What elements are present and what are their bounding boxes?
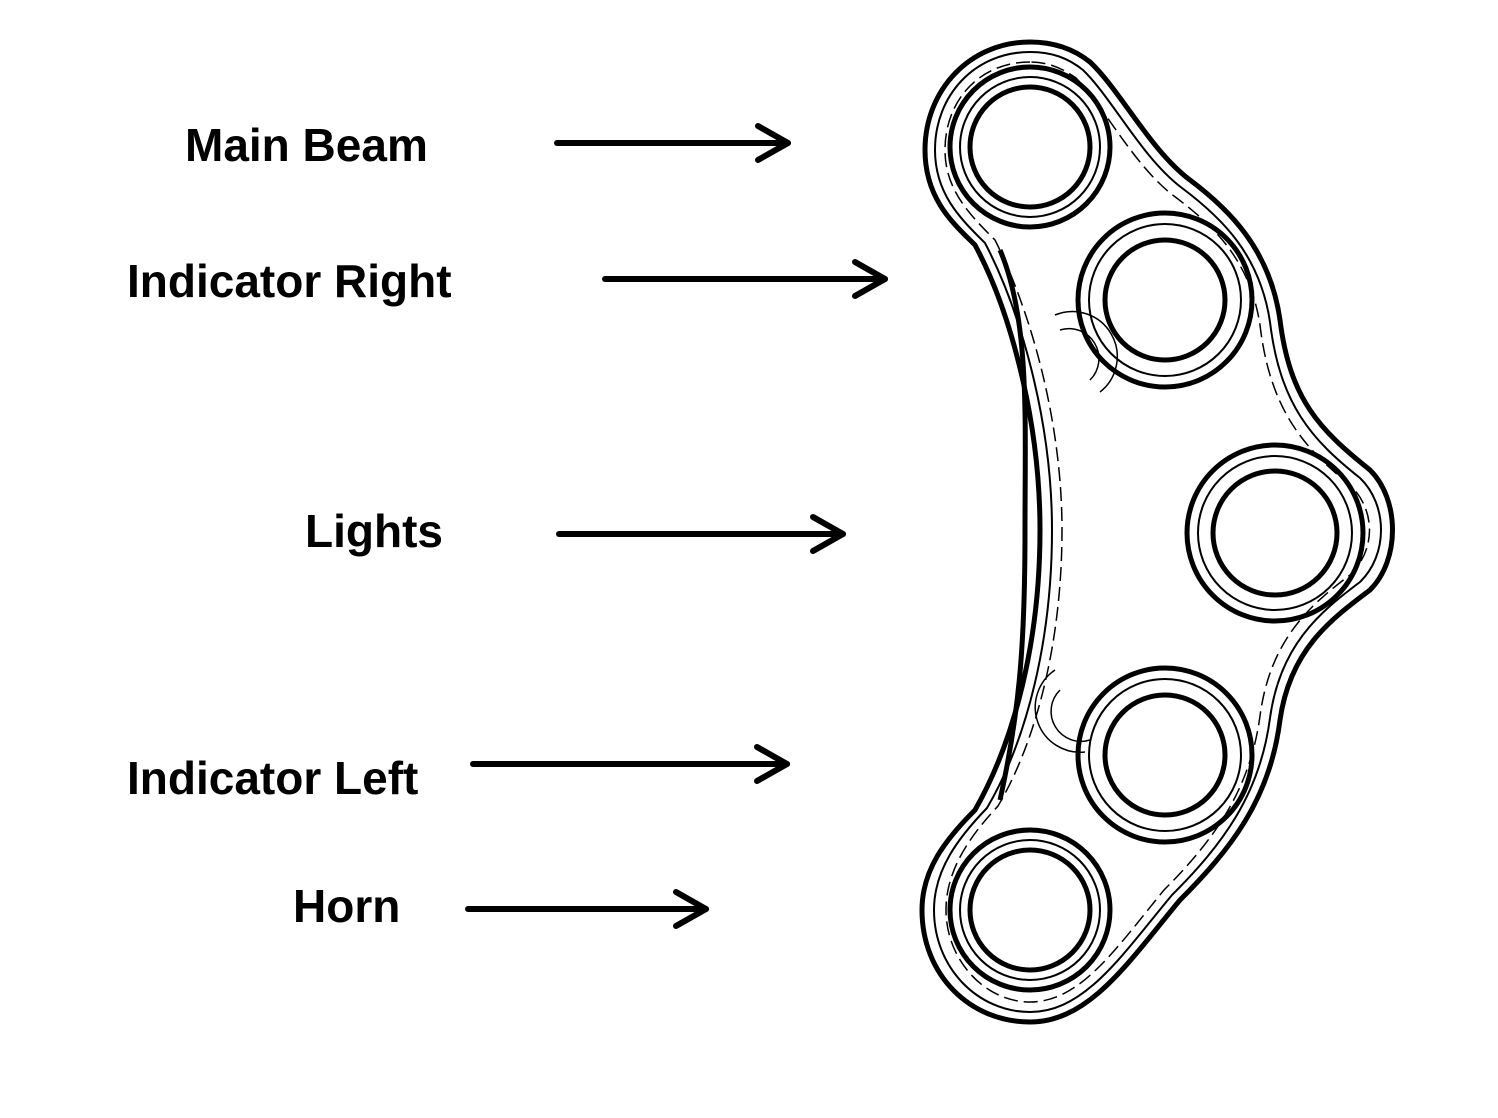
arrow-lights	[556, 514, 846, 554]
button-indicator-left	[1075, 665, 1255, 845]
button-horn	[947, 827, 1113, 993]
led-marks	[1034, 310, 1118, 753]
arrow-indicator-left	[470, 744, 790, 784]
label-indicator-right: Indicator Right	[127, 255, 452, 307]
switch-panel-body	[919, 39, 1395, 1025]
arrow-main-beam	[554, 123, 791, 163]
label-main-beam: Main Beam	[185, 119, 428, 171]
label-lights: Lights	[305, 505, 443, 557]
button-main-beam	[947, 64, 1113, 230]
button-lights	[1184, 442, 1366, 624]
button-indicator-right	[1075, 210, 1255, 390]
arrow-indicator-right	[602, 259, 888, 299]
label-indicator-left: Indicator Left	[127, 752, 419, 804]
label-horn: Horn	[293, 880, 401, 932]
arrow-horn	[465, 889, 709, 929]
